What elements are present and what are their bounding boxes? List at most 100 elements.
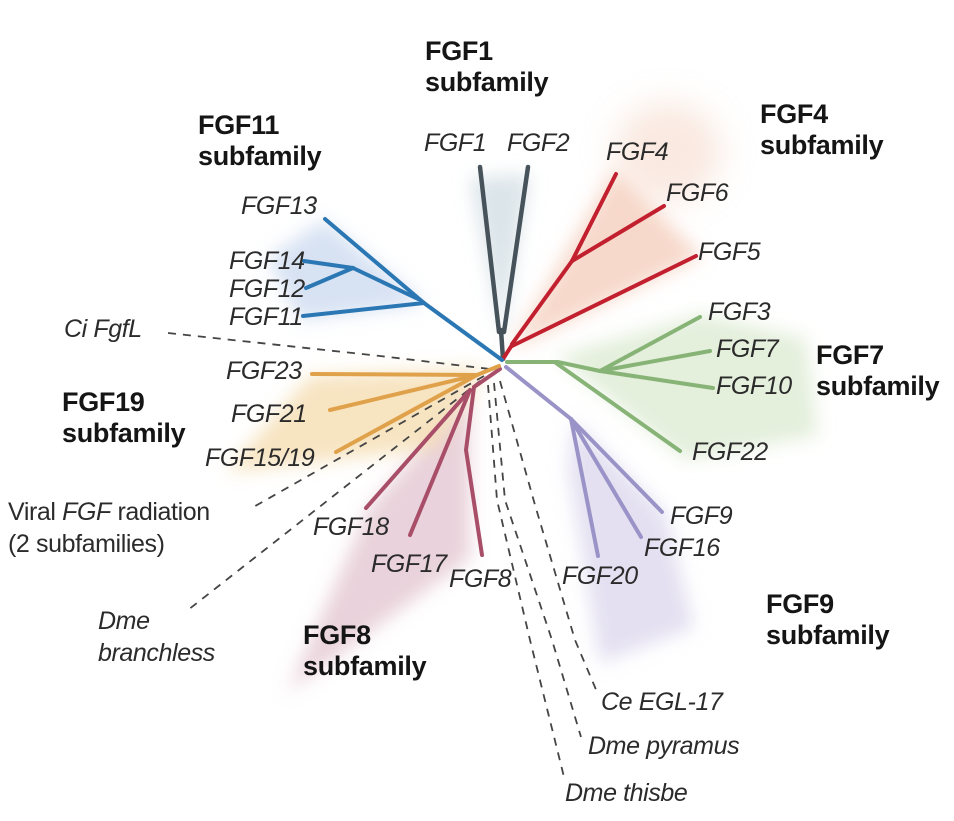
dme-thisbe-dashed-line: [487, 384, 566, 782]
fgf7-branch: [505, 315, 715, 453]
outgroup-label-ce-egl17: Ce EGL-17: [601, 688, 723, 716]
subfamily-title-fgf7-suffix: subfamily: [816, 371, 940, 402]
gene-label-fgf17: FGF17: [371, 550, 447, 578]
subfamily-title-fgf19: FGF19 subfamily: [62, 387, 186, 450]
fgf4-stem-line: [501, 343, 514, 361]
gene-label-fgf16: FGF16: [644, 534, 720, 562]
fgf9-branch: [504, 365, 664, 558]
gene-label-fgf10: FGF10: [716, 372, 792, 400]
fgf6-gene-line: [570, 204, 666, 263]
fgf4-wedge-glow: [614, 102, 722, 202]
gene-label-fgf18: FGF18: [313, 513, 389, 541]
subfamily-title-fgf1: FGF1 subfamily: [425, 36, 549, 99]
gene-label-fgf5: FGF5: [698, 238, 761, 266]
gene-label-fgf13: FGF13: [241, 192, 317, 220]
dme-pyramus-dashed-line: [493, 382, 582, 738]
subfamily-title-fgf19-suffix: subfamily: [62, 418, 186, 449]
outgroup-label-viral-fgf-radiation: Viral FGF radiation (2 subfamilies): [8, 497, 210, 560]
subfamily-title-fgf8-suffix: subfamily: [303, 651, 427, 682]
fgf10-gene-line: [598, 369, 715, 390]
fgf17-gene-line: [408, 388, 472, 537]
fgf7-gene-line: [598, 349, 712, 373]
fgf1-gene-line: [477, 164, 502, 335]
fgf12-gene-line: [304, 266, 355, 290]
gene-label-fgf21: FGF21: [231, 400, 307, 428]
fgf1-stem-line: [498, 327, 506, 362]
fgf9-wedge: [568, 420, 694, 663]
gene-label-fgf14: FGF14: [229, 247, 305, 275]
fgf4-gene-line: [570, 172, 618, 263]
dme-branchless-line1: Dme: [98, 607, 150, 635]
fgf1-wedge: [470, 174, 530, 338]
fgf3-gene-line: [598, 315, 702, 373]
subfamily-title-fgf9-name: FGF9: [766, 589, 834, 619]
fgf8-stem-line: [472, 367, 502, 389]
fgf9-stem-line: [504, 365, 573, 421]
ce-egl17-dashed-line: [499, 380, 598, 693]
subfamily-title-fgf11-suffix: subfamily: [198, 141, 322, 172]
fgf19-branch: [310, 364, 501, 454]
fgf11-stem-line: [422, 301, 504, 362]
dme-branchless-line2: branchless: [98, 638, 215, 667]
fgf15-19-gene-line: [334, 373, 479, 454]
gene-label-fgf6: FGF6: [666, 179, 729, 207]
fgf4-fgf6-stem: [510, 259, 574, 346]
viral-label-pre: Viral: [8, 498, 63, 526]
outgroup-label-dme-thisbe: Dme thisbe: [565, 779, 688, 807]
fgf4-branch: [501, 172, 698, 361]
gene-label-fgf4: FGF4: [606, 138, 669, 166]
outgroup-label-dme-pyramus: Dme pyramus: [588, 732, 740, 760]
gene-label-fgf3: FGF3: [708, 298, 771, 326]
fgf14-gene-line: [302, 259, 355, 270]
fgf23-gene-line: [310, 372, 479, 377]
fgf11-branch: [301, 217, 504, 362]
fgf19-stem-line: [475, 364, 501, 377]
fgf4-wedge: [510, 170, 702, 350]
gene-label-fgf2: FGF2: [507, 129, 570, 157]
gene-label-fgf1: FGF1: [424, 129, 487, 157]
viral-label-line1: Viral FGF radiation: [8, 497, 210, 529]
gene-label-fgf9: FGF9: [670, 502, 733, 530]
subfamily-title-fgf7: FGF7 subfamily: [816, 340, 940, 403]
fgf8-gene-line: [463, 385, 484, 557]
fgf18-gene-line: [364, 388, 472, 510]
fgf1-branch: [477, 164, 531, 362]
subfamily-title-fgf9-suffix: subfamily: [766, 620, 890, 651]
subfamily-title-fgf11: FGF11 subfamily: [198, 110, 322, 173]
subfamily-title-fgf4-suffix: subfamily: [760, 130, 884, 161]
outgroup-label-ci-fgfl: Ci FgfL: [64, 315, 142, 343]
dme-branchless-dashed-line: [187, 380, 481, 611]
fgf11-gene-line: [301, 301, 426, 318]
outgroup-label-dme-branchless: Dme branchless: [98, 606, 215, 669]
subfamily-title-fgf4: FGF4 subfamily: [760, 99, 884, 162]
gene-label-fgf22: FGF22: [692, 438, 768, 466]
subfamily-title-fgf19-name: FGF19: [62, 387, 145, 417]
fgf8-wedge: [288, 393, 470, 692]
fgf13-gene-line: [323, 217, 426, 305]
subfamily-title-fgf9: FGF9 subfamily: [766, 589, 890, 652]
fgf21-gene-line: [328, 373, 479, 412]
gene-label-fgf15-19: FGF15/19: [205, 444, 315, 472]
fgf9-gene-line: [569, 417, 664, 514]
viral-label-post: radiation: [110, 498, 210, 526]
fgf8-branch: [364, 367, 502, 557]
fgf20-gene-line: [569, 417, 600, 558]
ci-fgfl-dashed-line: [167, 332, 491, 370]
subfamily-title-fgf1-name: FGF1: [425, 36, 493, 66]
gene-label-fgf23: FGF23: [226, 357, 302, 385]
gene-label-fgf7: FGF7: [716, 335, 779, 363]
subfamily-title-fgf11-name: FGF11: [198, 110, 280, 140]
subfamily-title-fgf4-name: FGF4: [760, 99, 828, 129]
fgf22-gene-line: [554, 361, 682, 453]
fgf2-gene-line: [501, 164, 531, 335]
fgf16-gene-line: [569, 417, 643, 539]
gene-label-fgf12: FGF12: [229, 275, 305, 303]
subfamily-title-fgf8-name: FGF8: [303, 620, 371, 650]
fgf5-gene-line: [510, 254, 698, 348]
gene-label-fgf8: FGF8: [449, 565, 512, 593]
gene-label-fgf20: FGF20: [562, 562, 638, 590]
gene-label-fgf11: FGF11: [229, 303, 303, 331]
viral-label-fgf-italic: FGF: [62, 498, 111, 526]
